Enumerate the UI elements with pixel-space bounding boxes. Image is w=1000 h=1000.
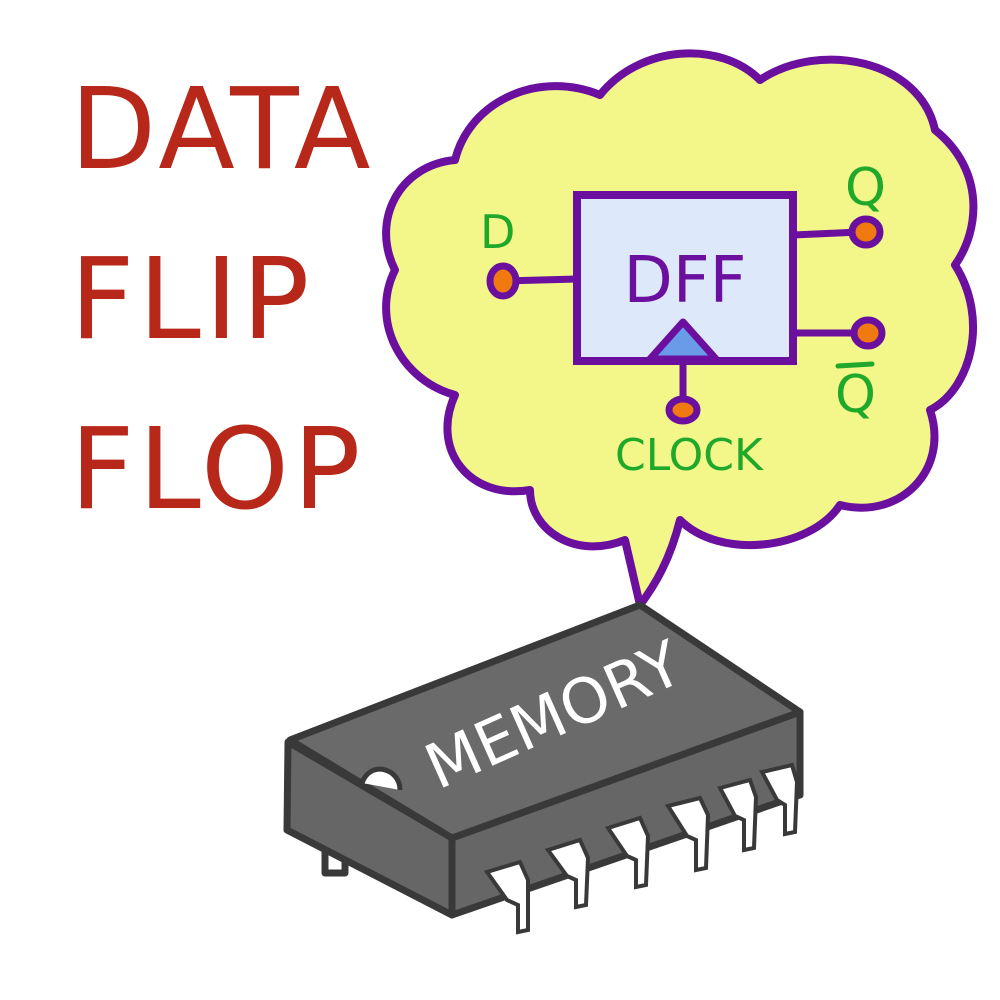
q-label: Q (845, 158, 886, 218)
title-line-flop: FLOP (70, 405, 365, 535)
clock-edge-triangle (646, 318, 720, 363)
memory-chip (283, 601, 804, 919)
dff-label: DFF (624, 244, 747, 318)
clock-label: CLOCK (615, 430, 764, 481)
qbar-pin-dot (850, 316, 886, 350)
q-pin-dot (848, 215, 884, 249)
d-label: D (480, 205, 515, 259)
clock-pin-dot (665, 395, 701, 425)
title: DATA FLIP FLOP (70, 65, 375, 535)
title-line-flip: FLIP (70, 235, 313, 365)
pin-dots (486, 215, 886, 425)
chip-pins (483, 762, 800, 935)
qbar-overline (835, 361, 875, 369)
d-pin-dot (486, 262, 520, 300)
qbar-label: Q (835, 365, 876, 425)
title-line-data: DATA (70, 65, 375, 195)
